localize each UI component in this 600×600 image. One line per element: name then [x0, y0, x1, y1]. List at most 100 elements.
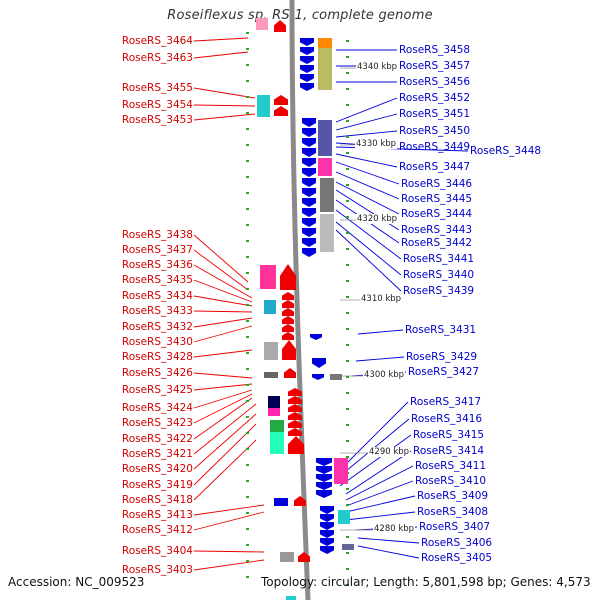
gene-label-right[interactable]: RoseRS_3417: [410, 396, 482, 408]
gene-label-right[interactable]: RoseRS_3414: [413, 445, 485, 457]
leader-line-right: [335, 181, 400, 215]
tick-mark-right: [346, 440, 349, 442]
tick-mark-left: [246, 576, 249, 578]
gene-label-right[interactable]: RoseRS_3444: [401, 208, 473, 220]
gene-label-left[interactable]: RoseRS_3434: [121, 290, 193, 302]
gene-label-left[interactable]: RoseRS_3463: [121, 52, 193, 64]
gene-arrow-reverse: [302, 208, 316, 217]
gene-arrow-reverse: [302, 248, 316, 257]
gene-arrow-reverse: [302, 138, 316, 147]
gene-label-right[interactable]: RoseRS_3451: [399, 108, 471, 120]
leader-line-right: [335, 97, 398, 123]
leader-line-left: [193, 372, 253, 379]
gene-label-left[interactable]: RoseRS_3464: [121, 35, 193, 47]
gene-label-left[interactable]: RoseRS_3423: [121, 417, 193, 429]
gene-label-left[interactable]: RoseRS_3404: [121, 545, 193, 557]
tick-mark-right: [346, 280, 349, 282]
gene-label-right[interactable]: RoseRS_3431: [405, 324, 477, 336]
gene-label-right[interactable]: RoseRS_3458: [399, 44, 471, 56]
gene-label-left[interactable]: RoseRS_3428: [121, 351, 193, 363]
gene-label-left[interactable]: RoseRS_3435: [121, 274, 193, 286]
gene-label-right[interactable]: RoseRS_3450: [399, 125, 471, 137]
gene-label-right[interactable]: RoseRS_3447: [399, 161, 471, 173]
gene-label-left[interactable]: RoseRS_3425: [121, 384, 193, 396]
gene-label-right[interactable]: RoseRS_3439: [403, 285, 475, 297]
gene-label-right[interactable]: RoseRS_3441: [403, 253, 475, 265]
gene-label-right[interactable]: RoseRS_3429: [406, 351, 478, 363]
gene-label-left[interactable]: RoseRS_3430: [121, 336, 193, 348]
tick-mark-left: [246, 464, 249, 466]
gene-label-left[interactable]: RoseRS_3433: [121, 305, 193, 317]
gene-label-left[interactable]: RoseRS_3403: [121, 564, 193, 576]
gene-arrow-reverse: [302, 188, 316, 197]
gene-label-right[interactable]: RoseRS_3409: [417, 490, 489, 502]
gene-label-right[interactable]: RoseRS_3410: [415, 475, 487, 487]
gene-label-left[interactable]: RoseRS_3418: [121, 494, 193, 506]
gene-label-left[interactable]: RoseRS_3422: [121, 433, 193, 445]
gene-label-left[interactable]: RoseRS_3424: [121, 402, 193, 414]
gene-arrow-reverse: [320, 538, 334, 546]
tick-mark-left: [246, 176, 249, 178]
gene-label-left[interactable]: RoseRS_3412: [121, 524, 193, 536]
gene-label-left[interactable]: RoseRS_3438: [121, 229, 193, 241]
gene-label-right[interactable]: RoseRS_3405: [421, 552, 493, 564]
leader-line-right: [345, 465, 414, 501]
gene-label-right[interactable]: RoseRS_3411: [415, 460, 487, 472]
tick-mark-right: [346, 408, 349, 410]
leader-line-right: [335, 153, 398, 168]
gene-label-left[interactable]: RoseRS_3419: [121, 479, 193, 491]
tick-mark-right: [346, 184, 349, 186]
leader-line-left: [193, 383, 253, 391]
gene-label-left[interactable]: RoseRS_3436: [121, 259, 193, 271]
tick-mark-left: [246, 304, 249, 306]
gene-label-right[interactable]: RoseRS_3449: [399, 141, 471, 153]
gene-label-left[interactable]: RoseRS_3413: [121, 509, 193, 521]
gene-label-right[interactable]: RoseRS_3457: [399, 60, 471, 72]
tick-mark-right: [346, 488, 349, 490]
tick-mark-right: [346, 136, 349, 138]
gene-arrow-forward: [288, 436, 304, 454]
gene-label-right[interactable]: RoseRS_3452: [399, 92, 471, 104]
gene-label-right[interactable]: RoseRS_3443: [401, 224, 473, 236]
leader-line-left: [193, 113, 256, 121]
gene-label-right[interactable]: RoseRS_3442: [401, 237, 473, 249]
gene-block: [256, 18, 268, 30]
gene-block: [257, 95, 270, 117]
gene-label-right[interactable]: RoseRS_3448: [470, 145, 542, 157]
gene-label-left[interactable]: RoseRS_3432: [121, 321, 193, 333]
gene-label-left[interactable]: RoseRS_3453: [121, 114, 193, 126]
gene-block: [264, 372, 278, 378]
leader-line-left: [193, 559, 265, 571]
gene-label-right[interactable]: RoseRS_3407: [419, 521, 491, 533]
gene-label-right[interactable]: RoseRS_3456: [399, 76, 471, 88]
gene-label-left[interactable]: RoseRS_3437: [121, 244, 193, 256]
gene-arrow-reverse: [312, 358, 326, 368]
leader-line-right: [357, 329, 404, 335]
leader-line-left: [193, 279, 253, 303]
gene-label-right[interactable]: RoseRS_3408: [417, 506, 489, 518]
tick-mark-left: [246, 160, 249, 162]
gene-label-left[interactable]: RoseRS_3426: [121, 367, 193, 379]
gene-block: [338, 510, 350, 524]
gene-label-left[interactable]: RoseRS_3421: [121, 448, 193, 460]
gene-arrow-reverse: [320, 522, 334, 530]
gene-label-right[interactable]: RoseRS_3446: [401, 178, 473, 190]
tick-mark-left: [246, 336, 249, 338]
tick-mark-right: [346, 392, 349, 394]
gene-label-right[interactable]: RoseRS_3445: [401, 193, 473, 205]
gene-label-left[interactable]: RoseRS_3420: [121, 463, 193, 475]
gene-label-right[interactable]: RoseRS_3416: [411, 413, 483, 425]
leader-line-left: [193, 504, 265, 516]
leader-line-left: [193, 397, 253, 440]
gene-label-right[interactable]: RoseRS_3406: [421, 537, 493, 549]
tick-mark-left: [246, 560, 249, 562]
leader-line-right: [345, 450, 412, 495]
gene-label-left[interactable]: RoseRS_3454: [121, 99, 193, 111]
leader-line-right: [345, 511, 416, 521]
leader-line-right: [339, 434, 412, 487]
gene-label-right[interactable]: RoseRS_3427: [408, 366, 480, 378]
gene-label-right[interactable]: RoseRS_3415: [413, 429, 485, 441]
gene-label-left[interactable]: RoseRS_3455: [121, 82, 193, 94]
gene-label-right[interactable]: RoseRS_3440: [403, 269, 475, 281]
gene-arrow-forward: [280, 264, 296, 290]
